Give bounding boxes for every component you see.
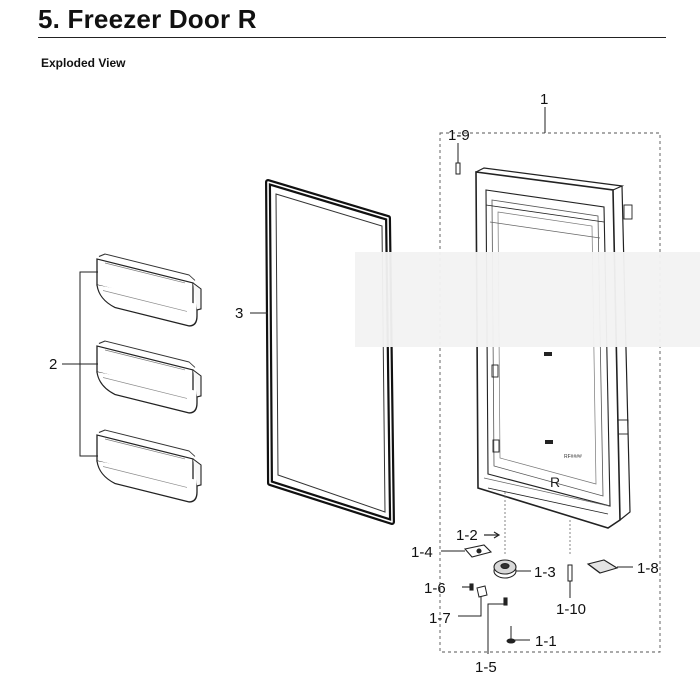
callout-1-6: 1-6: [424, 580, 446, 597]
cap-part-1-8: [586, 559, 619, 574]
door-side-mark: R: [550, 474, 560, 490]
callout-1-4: 1-4: [411, 544, 433, 561]
assembly-guide-lines: [504, 492, 571, 556]
door-model-mark: RF####: [564, 454, 582, 460]
callout-1-5: 1-5: [475, 659, 497, 676]
callout-1-10: 1-10: [556, 601, 586, 618]
callout-1-8: 1-8: [637, 560, 659, 577]
hinge-cam-part-1-3: [493, 559, 517, 579]
screw-part-1-9: [455, 153, 461, 175]
callout-1-3: 1-3: [534, 564, 556, 581]
leader-lines: [441, 143, 633, 654]
pin-part-1-2: [484, 531, 501, 539]
section-subheading: Exploded View: [41, 56, 126, 70]
callout-2-leader: [62, 271, 98, 457]
callout-2: 2: [49, 356, 57, 373]
shaft-part-1-5: [503, 597, 508, 606]
door-bin-top: [96, 251, 202, 330]
obscured-band: [355, 252, 700, 347]
door-bin-bottom: [96, 427, 202, 506]
callout-3: 3: [235, 305, 243, 322]
callout-1-9: 1-9: [448, 127, 470, 144]
title-rule: [38, 37, 666, 38]
screw-part-1-6: [462, 583, 474, 591]
bracket-part-1-4: [463, 544, 493, 558]
callout-1-2: 1-2: [456, 527, 478, 544]
door-gasket: [265, 179, 395, 525]
callout-1-7: 1-7: [429, 610, 451, 627]
callout-1-1: 1-1: [535, 633, 557, 650]
pin-part-1-10: [567, 564, 573, 582]
door-assembly-outline: [439, 132, 661, 653]
page-title: 5. Freezer Door R: [38, 4, 257, 34]
callout-1: 1: [540, 91, 548, 108]
washer-part-1-7: [476, 585, 488, 598]
door-bin-middle: [96, 338, 202, 417]
